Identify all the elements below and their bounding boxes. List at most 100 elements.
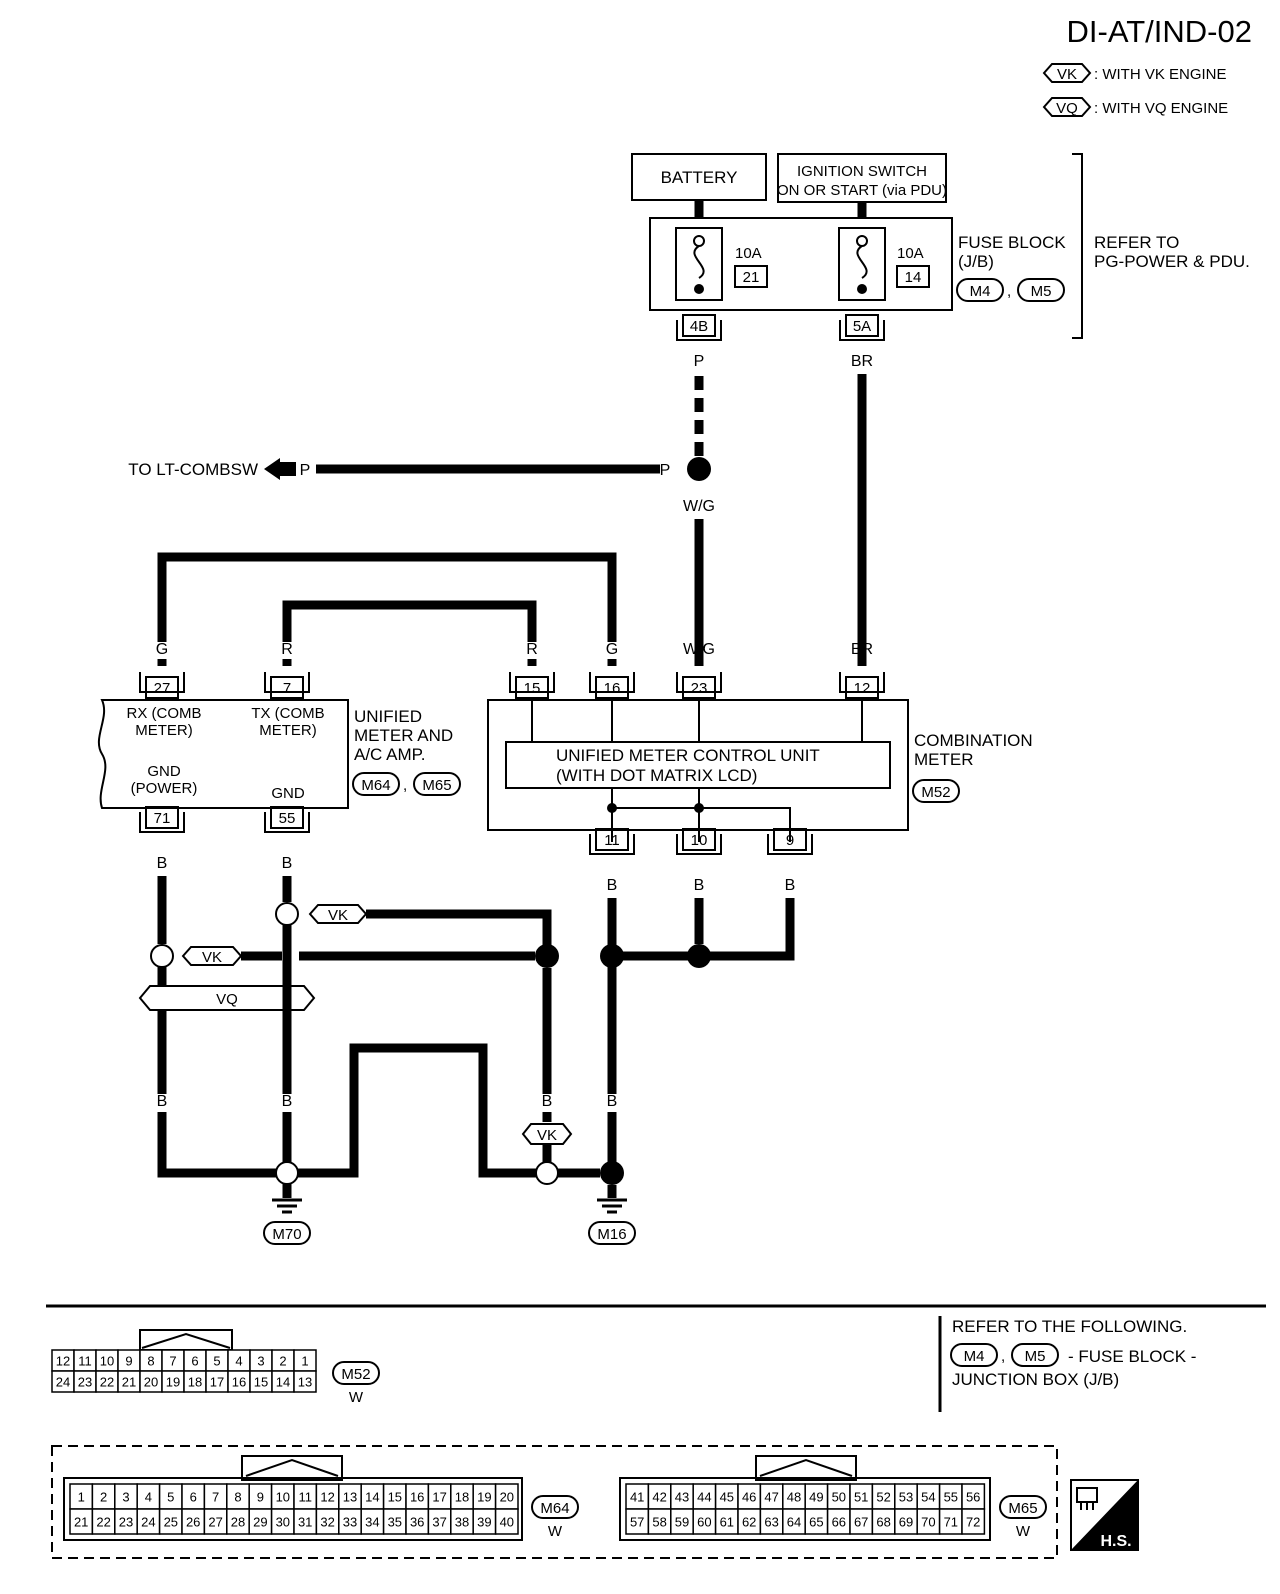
vq-hex-icon <box>1042 97 1092 117</box>
connector-pin-number: 45 <box>720 1490 734 1505</box>
meter-name-1: COMBINATION <box>914 731 1033 750</box>
connector-pin-number: 13 <box>298 1375 312 1390</box>
connector-pin-number: 38 <box>455 1515 469 1530</box>
meter-pin-23 <box>676 672 722 699</box>
meter-pin-12-label: 12 <box>854 680 871 697</box>
hs-label: H.S. <box>1100 1533 1131 1550</box>
connector-pin-number: 24 <box>56 1375 70 1390</box>
connector-pin-number: 47 <box>764 1490 778 1505</box>
conn-m64-id: M64 <box>540 1500 569 1517</box>
connector-pin-number: 11 <box>78 1354 92 1369</box>
legend-vq-code: VQ <box>1056 100 1078 117</box>
meter-pin-12 <box>839 672 885 699</box>
meter-pin-15 <box>509 672 555 699</box>
connector-pin-number: 53 <box>899 1490 913 1505</box>
ground-m16: M16 <box>597 1226 626 1243</box>
connector-pin-number: 58 <box>652 1515 666 1530</box>
refer-label-2: PG-POWER & PDU. <box>1094 252 1250 271</box>
connector-pin-number: 4 <box>145 1490 152 1505</box>
wire-b-label-l2: B <box>282 1093 293 1110</box>
connector-pin-number: 27 <box>208 1515 222 1530</box>
amp-pin-55-label: 55 <box>279 810 296 827</box>
connector-pin-number: 7 <box>169 1354 176 1369</box>
ignition-label-2: ON OR START (via PDU) <box>777 182 947 199</box>
wire-p-label-mid: P <box>694 421 705 438</box>
fuse-right-num-box <box>896 265 930 288</box>
amp-conn-m65-badge <box>413 772 461 796</box>
meter-unit-label-2: (WITH DOT MATRIX LCD) <box>556 766 757 785</box>
wire-b-label-l1: B <box>157 1093 168 1110</box>
wire-g-label-right: G <box>606 641 618 658</box>
amp-pin-55 <box>264 806 310 833</box>
amp-rx-2: METER) <box>135 722 193 739</box>
connector-pin-number: 24 <box>141 1515 155 1530</box>
amp-name-2: METER AND <box>354 726 453 745</box>
connector-pin-number: 3 <box>122 1490 129 1505</box>
wire-p-label-right: P <box>660 462 671 479</box>
connector-pin-number: 1 <box>301 1354 308 1369</box>
connector-pin-number: 6 <box>190 1490 197 1505</box>
splice-center <box>535 944 559 968</box>
vk-tag-bottom: VK <box>521 1123 573 1145</box>
wire-r-label-left: R <box>281 641 293 658</box>
connector-pin-number: 33 <box>343 1515 357 1530</box>
amp-conn-m64-badge <box>352 772 400 796</box>
connector-pin-number: 9 <box>257 1490 264 1505</box>
refer-conn-m5: M5 <box>1025 1348 1046 1365</box>
meter-pin-9 <box>767 828 813 855</box>
connector-pin-number: 39 <box>477 1515 491 1530</box>
refer-conn-m4-badge <box>950 1343 998 1367</box>
fuse-conn-m5-badge <box>1017 278 1065 302</box>
connector-pin-number: 20 <box>144 1375 158 1390</box>
meter-pin-11 <box>589 828 635 855</box>
terminal-4b <box>676 314 722 341</box>
connector-pin-number: 28 <box>231 1515 245 1530</box>
amp-name-1: UNIFIED <box>354 707 422 726</box>
connector-pin-number: 54 <box>921 1490 935 1505</box>
vk-tag-71: VK <box>181 946 243 966</box>
legend-vq: VQ : WITH VQ ENGINE <box>1042 97 1228 117</box>
wire-r <box>282 600 537 642</box>
connector-pin-number: 14 <box>365 1490 379 1505</box>
conn-m64-badge <box>531 1495 579 1519</box>
meter-pin-16-label: 16 <box>604 680 621 697</box>
connector-pin-number: 15 <box>388 1490 402 1505</box>
battery-label: BATTERY <box>661 168 738 187</box>
connector-pin-number: 12 <box>320 1490 334 1505</box>
vq-bar: VQ <box>138 985 316 1011</box>
amp-pin-7 <box>264 672 310 699</box>
connector-pin-number: 2 <box>279 1354 286 1369</box>
fuse-right-amp: 10A <box>897 245 924 262</box>
splice-m70-open <box>275 1161 299 1185</box>
wire-wg-label-bottom: W/G <box>683 641 715 658</box>
conn-m65-id: M65 <box>1008 1500 1037 1517</box>
meter-name-2: METER <box>914 750 974 769</box>
amp-conn-m64: M64 <box>361 777 390 794</box>
connector-pin-number: 23 <box>119 1515 133 1530</box>
meter-pin-23-label: 23 <box>691 680 708 697</box>
amp-rx-1: RX (COMB <box>127 705 202 722</box>
fuse-left-num: 21 <box>743 269 760 286</box>
svg-text:VK: VK <box>328 907 348 924</box>
vk-hex-icon <box>1042 63 1092 83</box>
connector-pin-number: 70 <box>921 1515 935 1530</box>
hs-badge: H.S. <box>1070 1479 1139 1551</box>
ground-m70-icon <box>272 1198 302 1214</box>
amp-name-3: A/C AMP. <box>354 745 426 764</box>
connector-pin-number: 25 <box>164 1515 178 1530</box>
splice-55-open <box>275 902 299 926</box>
connector-pin-number: 4 <box>235 1354 242 1369</box>
wire-b-label-l5: B <box>542 1093 553 1110</box>
connector-pin-number: 61 <box>720 1515 734 1530</box>
connector-pin-number: 10 <box>100 1354 114 1369</box>
conn-m52-id: M52 <box>341 1366 370 1383</box>
amp-pin-27 <box>139 672 185 699</box>
wire-br-label-bottom: BR <box>851 641 873 658</box>
connector-pin-number: 21 <box>122 1375 136 1390</box>
connector-pin-number: 36 <box>410 1515 424 1530</box>
connector-pin-number: 69 <box>899 1515 913 1530</box>
svg-text:VK: VK <box>202 949 222 966</box>
